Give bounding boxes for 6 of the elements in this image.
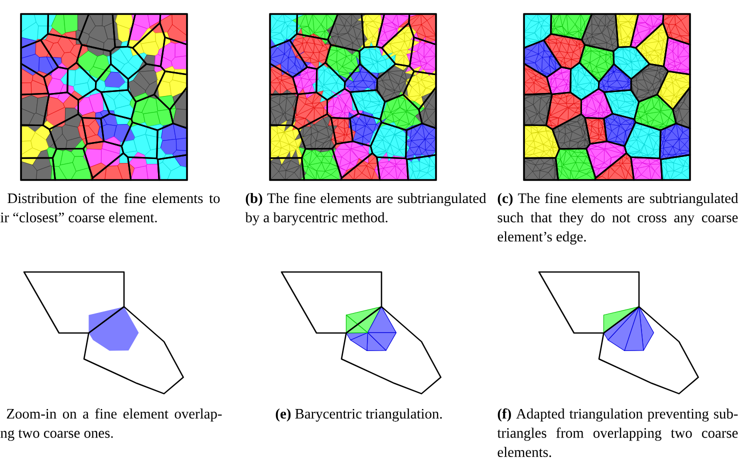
- caption: Zoom-in on a fine element overlap- ng two coarse ones.: [0, 408, 222, 441]
- caption: (e) Barycentric triangulation.: [276, 408, 442, 422]
- caption: (f) Adapted triangulation preventing sub- triangles from overlapping two coarse elements.: [497, 408, 738, 458]
- caption: Distribution of the fine elements to ir “closest” coarse element.: [0, 192, 220, 222]
- caption: (c) The fine elements are subtriangulated such that they do not cross any coarse element’s edge.: [498, 192, 738, 244]
- caption: (b) The fine elements are subtriangulated by a barycentric method.: [245, 192, 486, 226]
